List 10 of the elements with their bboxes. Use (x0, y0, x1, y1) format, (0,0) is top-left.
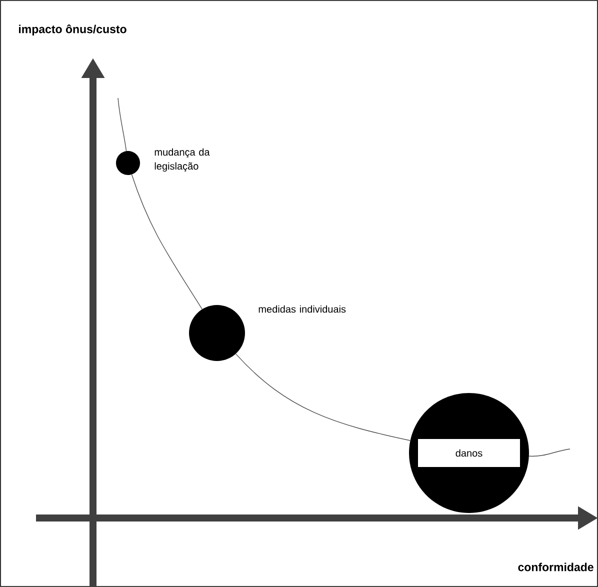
marker-label: mudança da legislação (154, 148, 210, 172)
circle-marker (116, 151, 140, 175)
curve-line (528, 448, 570, 457)
circle-marker (189, 305, 245, 361)
curve-line (236, 354, 410, 441)
marker-label: medidas individuais (258, 305, 346, 313)
curve-line (118, 98, 127, 152)
axis-label: impacto ônus/custo (19, 24, 126, 36)
curve-line (131, 174, 202, 310)
axis-label: conformidade (518, 562, 594, 572)
